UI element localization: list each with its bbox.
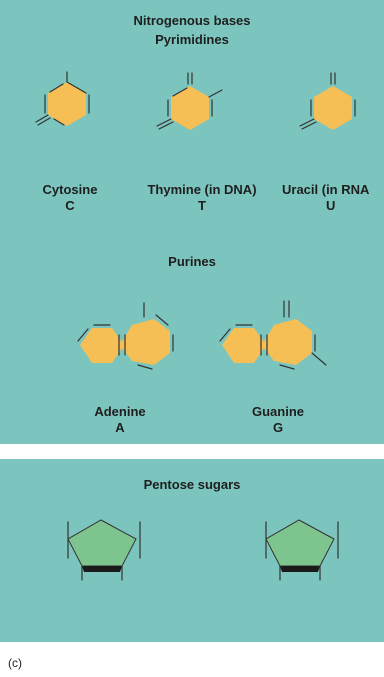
nitrogenous-bases-title: Nitrogenous bases <box>133 13 251 28</box>
figure-label: (c) <box>8 656 22 670</box>
guanine-name: Guanine <box>251 404 304 419</box>
uracil-ring <box>299 72 356 130</box>
thymine-letter: T <box>198 198 206 213</box>
pyrimidines-heading: Pyrimidines <box>155 32 229 47</box>
thymine-ring <box>156 72 223 130</box>
guanine-ring <box>219 300 327 370</box>
adenine-name: Adenine <box>94 404 146 419</box>
adenine-letter: A <box>115 420 125 435</box>
purines-heading: Purines <box>168 254 216 269</box>
uracil-name: Uracil (in RNA <box>282 182 370 197</box>
thymine-name: Thymine (in DNA) <box>147 182 257 197</box>
cytosine-letter: C <box>65 198 75 213</box>
pentose-sugars-title: Pentose sugars <box>143 477 241 492</box>
adenine-ring <box>77 302 174 370</box>
pentose-sugar-ring-right <box>265 519 339 581</box>
guanine-letter: G <box>272 420 284 435</box>
nitrogenous-bases-panel: Nitrogenous bases Pyrimidines Cytosine <box>0 0 384 444</box>
cytosine-name: Cytosine <box>42 182 98 197</box>
cytosine-ring <box>35 71 90 126</box>
pentose-sugars-panel: Pentose sugars <box>0 459 384 642</box>
pentose-sugar-ring-left <box>67 519 141 581</box>
uracil-letter: U <box>326 198 336 213</box>
